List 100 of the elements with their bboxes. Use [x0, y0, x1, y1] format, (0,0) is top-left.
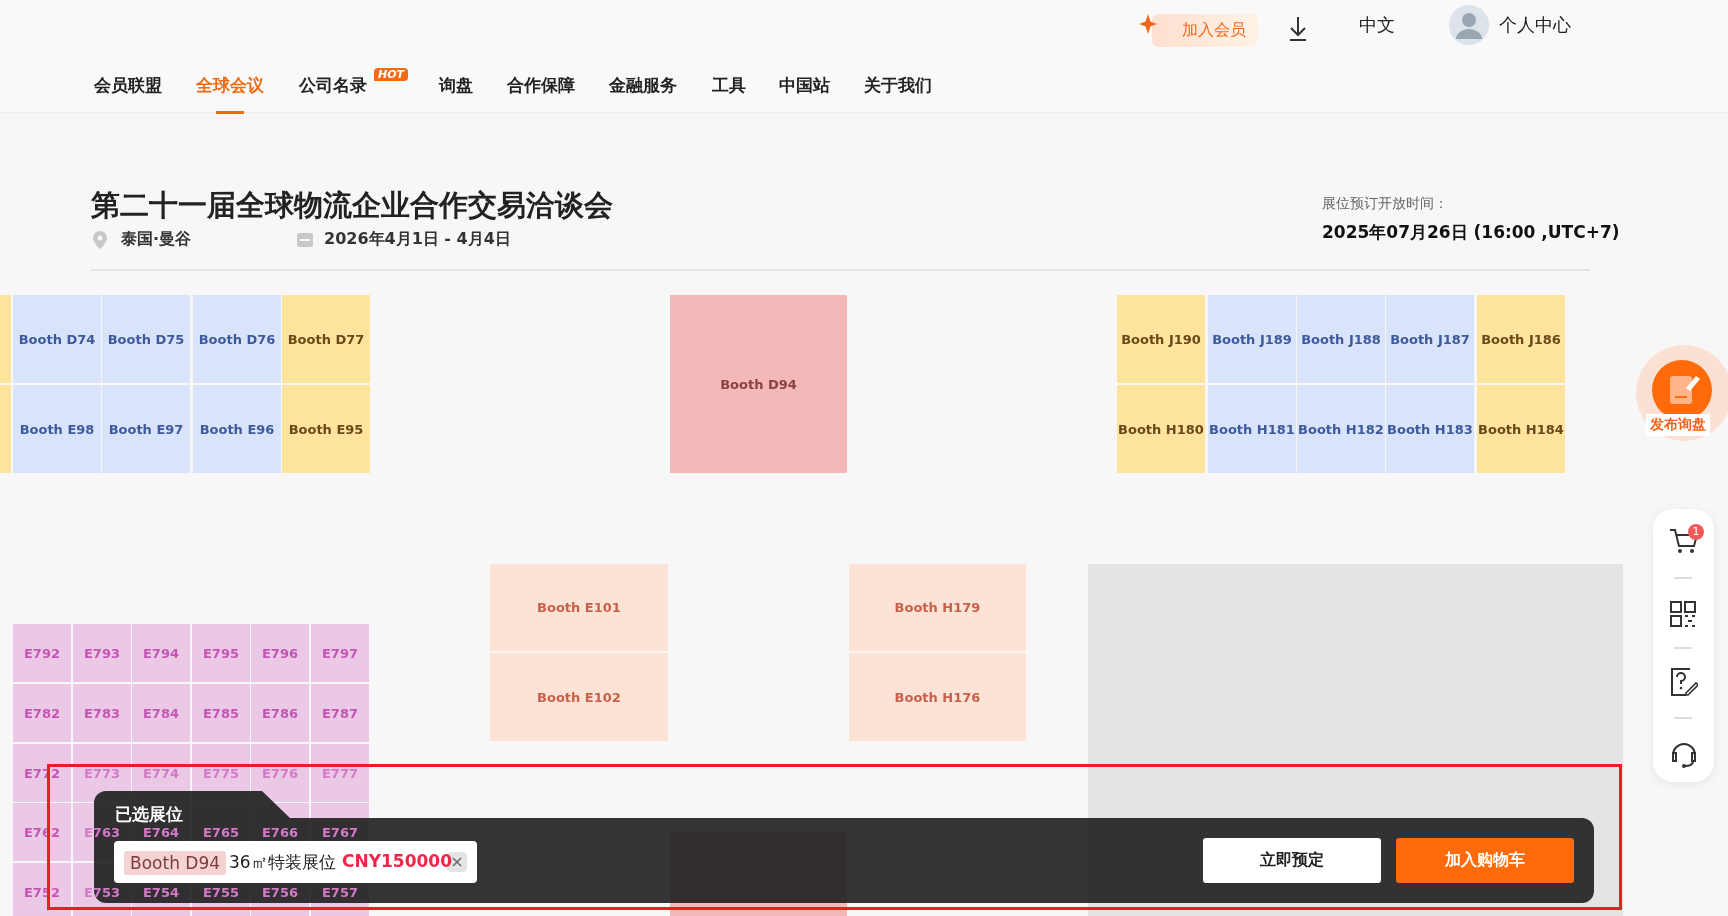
booth-label: E785 — [203, 705, 239, 721]
booth-label: E765 — [203, 824, 239, 840]
booth-label: Booth E101 — [537, 600, 621, 615]
booth-box — [13, 744, 71, 802]
booth-label: Booth H184 — [1478, 421, 1564, 437]
booking-open-time: 2025年07月26日 (16:00 ,UTC+7) — [1322, 221, 1620, 244]
nav-link: 公司名录 — [299, 74, 367, 97]
booth-label: E774 — [143, 765, 179, 781]
booth-label: Booth H179 — [894, 600, 981, 615]
booth-label: E777 — [322, 765, 358, 781]
booth-label: E784 — [143, 705, 179, 721]
booth-box — [13, 684, 71, 742]
booth-label: Booth D94 — [720, 376, 797, 392]
booth-label: Booth J189 — [1212, 331, 1292, 347]
booth-box — [1477, 385, 1565, 473]
booth-box — [1117, 385, 1205, 473]
event-detail: 2026年4月1日 - 4月4日 — [324, 229, 511, 250]
booth-label: Booth D74 — [18, 331, 96, 347]
user-center-link: 个人中心 — [1499, 13, 1571, 37]
booth-label: Booth H183 — [1387, 421, 1473, 437]
booth-label: E775 — [203, 765, 239, 781]
booth-box — [490, 564, 668, 651]
booth-label: Booth D77 — [287, 331, 365, 347]
booth-box — [251, 684, 309, 742]
nav-link: 关于我们 — [864, 74, 932, 97]
booth-label: E797 — [322, 645, 358, 661]
booth-box — [132, 624, 190, 682]
booth-label: E756 — [262, 884, 298, 900]
booth-label: E755 — [203, 884, 239, 900]
booth-box — [311, 624, 369, 682]
booth-box — [132, 684, 190, 742]
nav-link: 合作保障 — [507, 74, 575, 97]
nav-link: 询盘 — [439, 74, 473, 97]
booth-box — [13, 385, 101, 473]
booth-box — [849, 564, 1026, 651]
booth-box — [192, 624, 250, 682]
add-to-cart-button: 加入购物车 — [1396, 838, 1574, 883]
booth-box — [73, 624, 131, 682]
booth-label: Booth H181 — [1209, 421, 1295, 437]
booth-label: Booth J186 — [1481, 331, 1561, 347]
booth-box — [192, 684, 250, 742]
page-title: 第二十一届全球物流企业合作交易洽谈会 — [91, 187, 613, 224]
booking-open-label: 展位预订开放时间： — [1322, 195, 1448, 213]
booth-box — [102, 385, 190, 473]
booth-box — [849, 653, 1026, 741]
booth-label: Booth E97 — [108, 421, 184, 437]
join-member-button: 加入会员 — [1152, 14, 1258, 47]
booth-box — [282, 385, 370, 473]
booth-label: Booth D75 — [107, 331, 185, 347]
booth-box — [1386, 295, 1474, 383]
nav-link-active: 全球会议 — [196, 74, 264, 97]
booth-box — [1208, 385, 1296, 473]
book-now-button: 立即预定 — [1203, 838, 1381, 883]
booth-tag: Booth D94 — [124, 851, 227, 875]
booth-box — [193, 385, 281, 473]
booth-label: E787 — [322, 705, 358, 721]
booth-box — [311, 684, 369, 742]
booth-label: E776 — [262, 765, 298, 781]
booth-label: E754 — [143, 884, 179, 900]
booth-box — [193, 295, 281, 383]
booth-label: Booth J188 — [1301, 331, 1381, 347]
booth-box — [670, 295, 847, 473]
booth-box — [0, 295, 11, 383]
booth-label: E767 — [322, 824, 358, 840]
nav-link: 金融服务 — [609, 74, 677, 97]
event-detail: 泰国·曼谷 — [121, 229, 192, 250]
booth-box — [311, 744, 369, 802]
booth-box — [1297, 295, 1385, 383]
booth-label: E795 — [203, 645, 239, 661]
booth-box — [282, 295, 370, 383]
booth-label: Booth H176 — [894, 689, 981, 705]
nav-link: 会员联盟 — [94, 74, 162, 97]
booth-label: E757 — [322, 884, 358, 900]
language-switch: 中文 — [1359, 13, 1395, 37]
booth-label: Booth E95 — [288, 421, 364, 437]
booth-label: E782 — [24, 705, 60, 721]
booth-box — [1117, 295, 1205, 383]
booth-box — [1477, 295, 1565, 383]
panel-heading: 已选展位 — [115, 803, 183, 826]
fab-label: 发布询盘 — [1646, 414, 1710, 436]
booth-description: 36㎡特装展位 — [229, 851, 336, 874]
booth-label: Booth J187 — [1390, 331, 1470, 347]
booth-box — [13, 295, 101, 383]
booth-label: E783 — [84, 705, 120, 721]
booth-label: Booth D76 — [198, 331, 276, 347]
booth-label: E786 — [262, 705, 298, 721]
booth-label: Booth J190 — [1121, 331, 1201, 347]
price-text: CNY150000 — [342, 851, 452, 871]
booth-box — [0, 385, 11, 473]
booth-label: E792 — [24, 645, 60, 661]
booth-label: E794 — [143, 645, 179, 661]
booth-label: Booth E98 — [19, 421, 95, 437]
booth-box — [102, 295, 190, 383]
booth-box — [73, 684, 131, 742]
booth-box — [13, 624, 71, 682]
booth-box — [1208, 295, 1296, 383]
hot-badge: HOT — [374, 68, 409, 81]
booth-label: E793 — [84, 645, 120, 661]
booth-label: Booth E102 — [537, 689, 621, 705]
booth-label: E764 — [143, 824, 179, 840]
